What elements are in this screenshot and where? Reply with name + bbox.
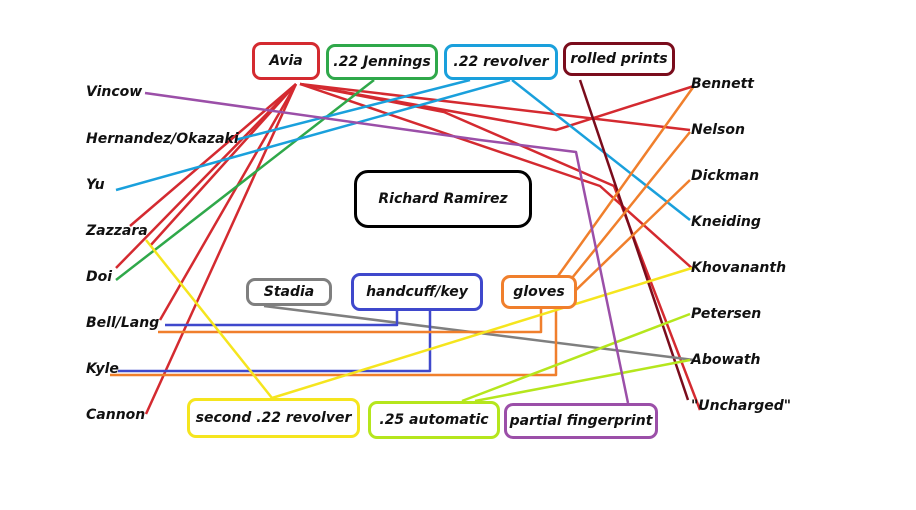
victim-hernandez-okazaki: Hernandez/Okazaki: [86, 131, 239, 147]
connection-revolver22-to-hernandez: [234, 78, 471, 142]
connection-second22-to-zazzara: [145, 239, 273, 399]
victim-abowath: Abowath: [691, 352, 761, 368]
victim-vincow: Vincow: [86, 84, 143, 100]
connection-handcuff-to-bell: [165, 311, 399, 327]
connection-revolver22-to-kneiding: [511, 79, 691, 221]
evidence-22-jennings: .22 Jennings: [326, 44, 438, 80]
victim-khovananth: Khovananth: [691, 260, 787, 276]
connection-gloves-to-bennett: [556, 85, 696, 277]
connection-avia-to-zazzara: [149, 83, 297, 247]
victim-uncharged: "Uncharged": [691, 398, 792, 414]
evidence-partial-fingerprint: partial fingerprint: [504, 403, 658, 439]
victim-doi: Doi: [86, 269, 113, 285]
connection-jennings-to-doi: [115, 79, 375, 281]
evidence-stadia: Stadia: [246, 278, 332, 306]
victim-cannon: Cannon: [86, 407, 146, 423]
victim-yu: Yu: [86, 177, 105, 193]
connection-avia-to-nelson: [299, 82, 691, 132]
connection-gloves-to-dickman: [575, 179, 691, 291]
victim-zazzara: Zazzara: [86, 223, 148, 239]
connection-partial-to-vincow: [144, 91, 630, 404]
evidence-avia: Avia: [252, 42, 320, 80]
connection-avia-to-uncharged: [299, 82, 702, 411]
connection-avia-to-hernandez: [129, 83, 297, 227]
connection-avia-to-khovananth: [299, 82, 695, 271]
connection-gloves-to-nelson: [571, 131, 691, 279]
victim-nelson: Nelson: [691, 122, 745, 138]
victim-kneiding: Kneiding: [691, 214, 761, 230]
evidence-25-automatic: .25 automatic: [368, 401, 500, 439]
victim-dickman: Dickman: [691, 168, 760, 184]
victim-kyle: Kyle: [86, 361, 119, 377]
connection-avia-to-bell: [158, 83, 298, 321]
evidence-gloves: gloves: [501, 275, 577, 309]
connection-auto25-to-petersen: [461, 312, 691, 403]
victim-petersen: Petersen: [691, 306, 762, 322]
connection-second22-to-khovananth: [271, 266, 693, 400]
evidence-rolled-prints: rolled prints: [563, 42, 675, 76]
connection-auto25-to-abowath: [474, 358, 691, 403]
center-node-richard-ramirez: Richard Ramirez: [354, 170, 532, 228]
victim-bennett: Bennett: [691, 76, 754, 92]
evidence-22-revolver: .22 revolver: [444, 44, 558, 80]
connection-avia-to-cannon: [144, 83, 298, 415]
connection-revolver22-to-yu: [115, 78, 511, 192]
connection-avia-to-doi: [115, 83, 297, 269]
victim-bell-lang: Bell/Lang: [86, 315, 160, 331]
evidence-handcuff-key: handcuff/key: [351, 273, 483, 311]
connection-gloves-to-kyle: [110, 309, 558, 377]
evidence-second-22-revolver: second .22 revolver: [187, 398, 360, 438]
connection-gloves-to-bell: [158, 309, 543, 334]
connection-rolled-to-uncharged: [578, 79, 690, 401]
